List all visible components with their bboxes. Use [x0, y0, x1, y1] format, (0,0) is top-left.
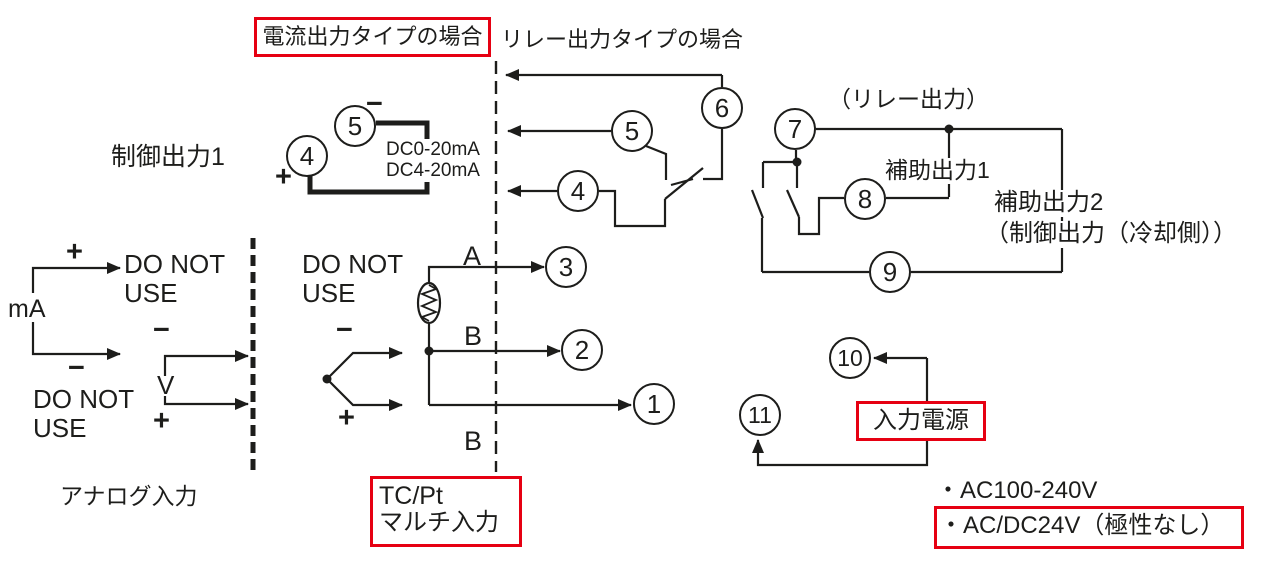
do-not-use-sensor-label: DO NOT USE	[302, 249, 403, 309]
wire-b-label: B	[464, 321, 483, 351]
tc-pt-label: TC/Pt	[379, 482, 443, 510]
terminal-8: 8	[844, 178, 886, 220]
v-label: V	[157, 370, 175, 400]
control-output1-plus-sign: +	[275, 161, 292, 193]
terminal7-junction-dot	[944, 124, 954, 134]
do-not-use-ma-top-label: DO NOT USE	[124, 249, 225, 309]
terminal-7: 7	[774, 108, 816, 150]
power-spec2-label: ・AC/DC24V（極性なし）	[939, 512, 1225, 539]
terminal-5-current-output: 5	[334, 105, 376, 147]
power-spec2-highlight-box: ・AC/DC24V（極性なし）	[934, 506, 1244, 549]
left-contact-blade	[750, 189, 765, 219]
tc-pt-highlight-box: TC/Pt マルチ入力	[370, 476, 522, 547]
terminal-4-relay: 4	[557, 170, 599, 212]
rtd-resistor-zigzag	[419, 284, 439, 322]
aux-output2-label: 補助出力2	[991, 189, 1107, 217]
right-contact-to-terminal8	[797, 196, 844, 236]
power-supply-highlight-box: 入力電源	[856, 401, 986, 441]
v-minus-sign: −	[153, 314, 170, 346]
wire-a-label: A	[463, 241, 482, 271]
relay-output-note: （リレー出力）	[828, 86, 989, 112]
v-minus-wire	[163, 350, 249, 376]
tc-plus-wire	[326, 378, 403, 411]
ma-label: mA	[8, 295, 46, 323]
v-plus-sign: +	[153, 405, 170, 437]
terminal-10: 10	[829, 337, 871, 379]
aux-output1-label: 補助出力1	[882, 157, 993, 184]
ma-plus-wire	[31, 262, 121, 293]
relay-output-type-label: リレー出力タイプの場合	[501, 27, 744, 52]
tc-plus-sign: +	[338, 402, 355, 434]
wire-b2-label: B	[464, 426, 483, 456]
control-output1-label: 制御出力1	[111, 143, 225, 171]
relay456-blade	[664, 167, 704, 200]
dc-range-line1: DC0-20mA	[386, 139, 480, 160]
power-spec1-label: ・AC100-240V	[936, 477, 1098, 504]
terminal-1: 1	[633, 383, 675, 425]
relay456-terminal6-leg	[703, 129, 724, 181]
current-output-type-highlight-box: 電流出力タイプの場合	[254, 17, 491, 57]
ma-plus-sign: +	[66, 236, 83, 268]
analog-input-label: アナログ入力	[60, 483, 198, 509]
wire-a-to-terminal3	[427, 261, 545, 284]
right-contact-blade	[785, 189, 801, 218]
dc-range-label: DC0-20mA DC4-20mA	[383, 139, 483, 182]
tc-minus-sign: −	[336, 314, 353, 346]
ma-minus-sign: −	[68, 352, 85, 384]
aux-output2-sub-label: （制御出力（冷却側））	[982, 220, 1240, 248]
terminal-11: 11	[739, 394, 781, 436]
terminal-3: 3	[545, 246, 587, 288]
dc-range-line2: DC4-20mA	[386, 160, 480, 182]
terminal-2: 2	[561, 329, 603, 371]
terminal-9: 9	[869, 251, 911, 293]
terminal-6: 6	[701, 87, 743, 129]
power-supply-label: 入力電源	[873, 406, 969, 434]
do-not-use-ma-bottom-label: DO NOT USE	[33, 384, 134, 444]
terminal-5-relay: 5	[611, 110, 653, 152]
control-output1-wire	[307, 120, 430, 195]
relay456-terminal4-leg	[599, 189, 667, 228]
relay456-fixed-contact	[645, 144, 668, 180]
sensor-junction-dot	[424, 346, 434, 356]
tc-minus-wire	[326, 347, 403, 380]
v-plus-wire	[163, 396, 249, 410]
terminal-4-current-output: 4	[286, 135, 328, 177]
multi-input-label: マルチ入力	[379, 509, 499, 536]
ma-minus-wire	[31, 322, 121, 360]
current-output-type-label: 電流出力タイプの場合	[262, 23, 483, 49]
tc-junction-dot	[322, 374, 332, 384]
